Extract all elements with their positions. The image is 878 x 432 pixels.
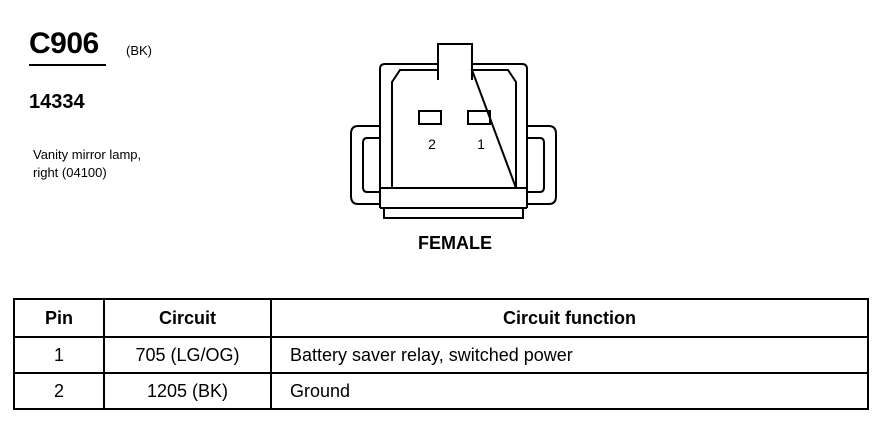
description-line-2: right (04100): [33, 165, 107, 180]
connector-id-underline: [29, 64, 106, 66]
connector-left-wing: [350, 125, 380, 205]
cell-circuit: 1205 (BK): [103, 372, 272, 410]
table-row: 1 705 (LG/OG) Battery saver relay, switc…: [13, 336, 869, 374]
header-circuit: Circuit: [103, 298, 272, 338]
cell-pin: 1: [13, 336, 105, 374]
header-circuit-function: Circuit function: [270, 298, 869, 338]
connector-left-wing-inner: [362, 137, 380, 193]
connector-lock-tab: [437, 43, 473, 80]
part-number: 14334: [29, 91, 85, 113]
connector-face-drawing: 2 1: [350, 43, 557, 219]
connector-body-outline: [379, 63, 528, 208]
cell-circuit: 705 (LG/OG): [103, 336, 272, 374]
connector-bottom-rail: [380, 187, 527, 219]
connector-right-wing: [527, 125, 557, 205]
table-header-row: Pin Circuit Circuit function: [13, 298, 869, 338]
connector-gender-label: FEMALE: [418, 233, 492, 253]
table-row: 2 1205 (BK) Ground: [13, 372, 869, 410]
cell-pin: 2: [13, 372, 105, 410]
connector-description: Vanity mirror lamp, right (04100): [33, 146, 203, 182]
pin-label-2: 2: [428, 136, 436, 152]
pin-label-1: 1: [477, 136, 485, 152]
connector-color-code: (BK): [126, 43, 152, 58]
pin-table: Pin Circuit Circuit function 1 705 (LG/O…: [13, 298, 869, 410]
cell-circuit-function: Battery saver relay, switched power: [270, 336, 869, 374]
pin-cavity-2: [418, 110, 442, 125]
connector-id: C906: [29, 27, 99, 60]
header-pin: Pin: [13, 298, 105, 338]
cell-circuit-function: Ground: [270, 372, 869, 410]
connector-right-wing-inner: [527, 137, 545, 193]
connector-inner-body: [391, 69, 517, 189]
pin-cavity-1: [467, 110, 491, 125]
description-line-1: Vanity mirror lamp,: [33, 147, 142, 162]
